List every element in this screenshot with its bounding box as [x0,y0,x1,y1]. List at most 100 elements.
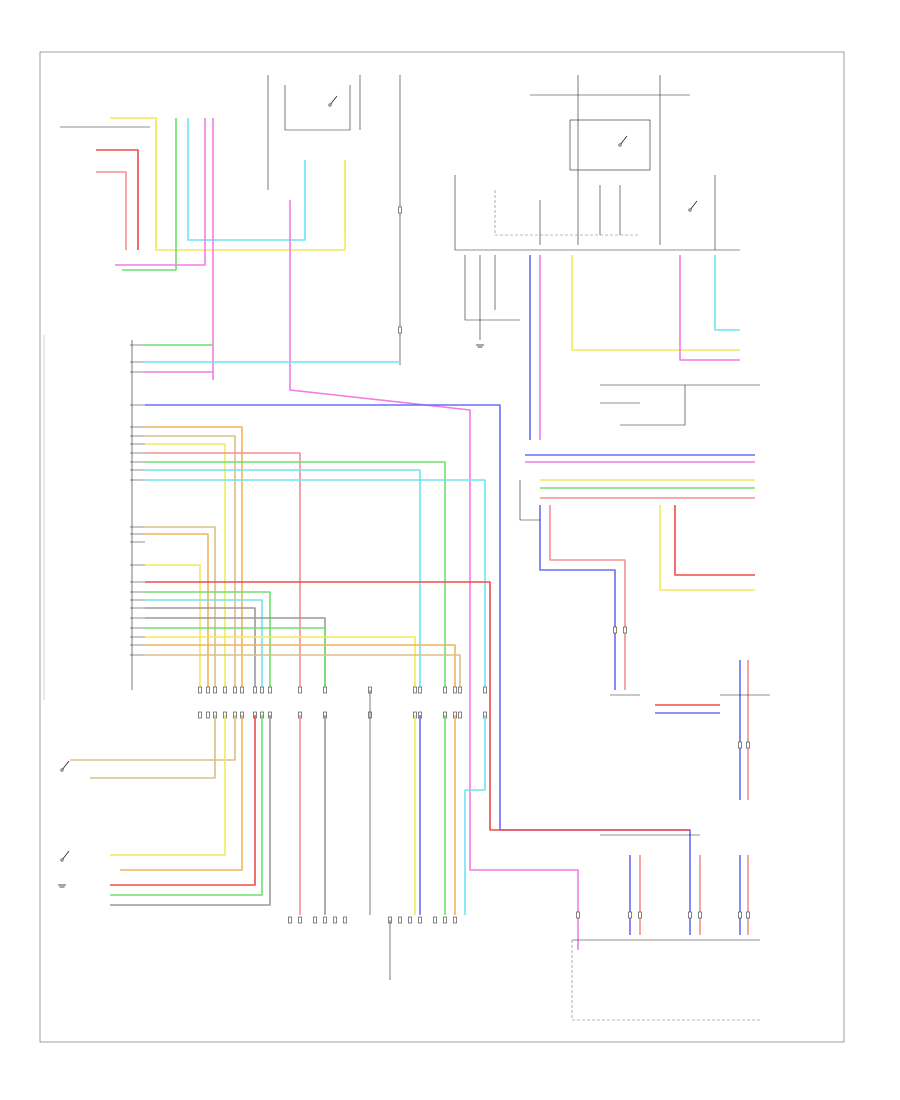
bottom-connector-icon-12 [453,916,457,924]
wire-green-drop [110,715,263,896]
connector-icon-6 [253,686,257,694]
wire-lightred-top-left [96,171,127,250]
br-connector-icon-5 [738,911,742,919]
wire-orange-run [145,426,243,690]
module-dashed [494,190,640,236]
connector-icon-14 [443,686,447,694]
connector-icon-5 [240,686,244,694]
connector-icon-12 [413,686,417,694]
sensor-switch-icon [61,760,70,771]
right-connector-icon-b-0 [738,741,742,749]
wire-gray-drop [110,715,271,906]
bottom-connector-icon-10 [433,916,437,924]
wire-cyan-loop [187,118,306,241]
connector-icon-10 [323,686,327,694]
connector-icon [398,206,402,214]
wire-green-run-d [145,627,326,690]
right-connector-icon-0 [613,626,617,634]
wire-lightred-down-right [549,505,626,690]
connector-icon-b-0 [198,711,202,719]
wire-tan-drop [70,715,236,761]
wire-green-run-b [145,461,446,690]
right-connector-icon-1 [623,626,627,634]
sensor-line-c [620,385,686,426]
connector-icon-1 [206,686,210,694]
out-a [464,255,520,321]
wire-red-top-left [96,149,139,250]
connector-icon-3 [223,686,227,694]
switch-contact-icon [60,768,64,772]
wire-tan-run-c [145,654,461,690]
bracket-a [519,480,540,521]
connector-icon [398,326,402,334]
bottom-connector-icon-11 [443,916,447,924]
wire-lightred-run [145,452,301,690]
bottom-connector-icon-0 [288,916,292,924]
connector-icon-17 [483,686,487,694]
relay-box [284,85,351,131]
wire-tan-run [145,435,236,690]
wire-tan-run-b [145,526,216,690]
wire-yellow-loop [155,118,346,251]
bottom-connector-icon-4 [333,916,337,924]
switch-contact-icon [60,858,64,862]
relay-switch-icon-right [619,135,628,146]
bottom-connector-icon-5 [343,916,347,924]
wire-orange-run-c [145,644,456,690]
bottom-connector-icon-7 [398,916,402,924]
connector-icon-b-16 [458,711,462,719]
br-connector-icon-1 [628,911,632,919]
diagram-frame [39,51,845,1043]
bottom-connector-icon-8 [408,916,412,924]
wire-orange-drop [120,715,243,871]
connector-icon-2 [213,686,217,694]
right-connector-icon-b-1 [746,741,750,749]
bottom-connector-icon-2 [313,916,317,924]
wire-green-run-c [145,591,271,690]
module-bottom-line [454,175,740,251]
bottom-connector-icon-3 [323,916,327,924]
relay-box-right [569,119,651,171]
mode-switch-icon [61,850,70,861]
wire-orange-run-b [145,533,209,690]
connector-icon-b-1 [206,711,210,719]
wire-cyan-run-b [145,469,421,690]
wire-pink-top [115,118,206,266]
connector-icon-7 [260,686,264,694]
br-connector-icon-2 [638,911,642,919]
relay-switch-icon [329,95,338,106]
bottom-connector-icon-9 [418,916,422,924]
bottom-connector-icon-1 [298,916,302,924]
connector-icon-9 [298,686,302,694]
br-connector-icon-3 [688,911,692,919]
wire-red-drop [110,715,256,886]
connector-icon-0 [198,686,202,694]
wire-yellow-right-b [659,505,755,591]
wire-cyan-run-d [145,599,263,690]
bottom-right-module [571,940,760,1021]
wire-blue-down-right [539,505,616,690]
connector-icon-4 [233,686,237,694]
connector-icon-8 [268,686,272,694]
wire-tan-drop-b [90,715,216,779]
switch-icon-right [689,200,698,211]
switch-contact-icon [328,103,332,107]
connector-icon-13 [418,686,422,694]
switch-contact-icon [618,143,622,147]
br-connector-icon-4 [698,911,702,919]
wire-yellow-run [145,443,226,690]
wire-red-right-b [674,505,755,576]
wire-cyan-run-c [145,479,486,690]
wire-gray-run [145,607,256,690]
wire-green-top [122,118,177,271]
switch-contact-icon [688,208,692,212]
br-connector-icon-6 [746,911,750,919]
wire-red-run [145,581,590,831]
wire-cyan-drop [464,715,486,915]
wire-yellow-top-right [571,255,740,351]
wire-pink-long [289,200,579,950]
wire-pink-top-right-b [679,255,740,361]
wire-yellow-top-left [110,117,157,250]
wire-yellow-drop [110,715,226,856]
wire-yellow-run-b [145,564,201,690]
